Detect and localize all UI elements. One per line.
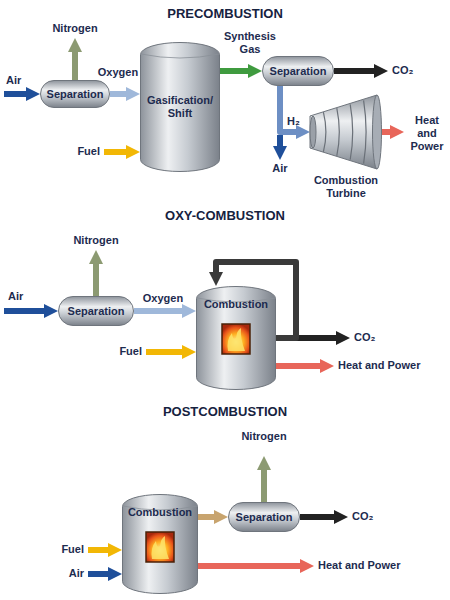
stream-label: CO₂ [352, 510, 373, 523]
turbine-ridge [323, 112, 326, 152]
combustion-vessel: Combustion [196, 286, 276, 390]
node-text: Separation [270, 65, 327, 78]
separation-unit: Separation [40, 80, 110, 108]
stream-label: Heat and Power [318, 559, 401, 572]
stream-label: Heat and Power [338, 359, 421, 372]
stream-label: H₂ [287, 115, 300, 128]
vessel-seam [141, 54, 219, 58]
separation-unit: Separation [228, 502, 300, 532]
stream-arrow [382, 129, 390, 135]
stream-label: Nitrogen [73, 234, 118, 247]
turbine-ridge [350, 104, 353, 159]
flow-connector [110, 91, 126, 97]
vessel-body [141, 43, 220, 172]
stream-arrow [277, 135, 283, 146]
stream-arrow [88, 547, 108, 553]
capsule-body [263, 57, 334, 86]
gasifier-vessel: Gasification/ Shift [140, 42, 220, 172]
stream-arrow [72, 52, 78, 80]
turbine-ridge [364, 100, 367, 163]
stream-label: Air [272, 162, 287, 175]
stream-label: Air [6, 74, 21, 87]
stream-arrow [93, 264, 99, 296]
turbine-ridge [337, 108, 340, 156]
section-title: OXY-COMBUSTION [165, 208, 285, 224]
stream-label: Air [8, 290, 23, 303]
capsule-body [229, 503, 300, 532]
capsule-body [59, 297, 134, 326]
fire-window [222, 324, 250, 354]
separation-unit: Separation [58, 296, 134, 326]
turbine-inlet [310, 116, 316, 148]
node-text: Combustion [128, 506, 192, 519]
node-text: Combustion Turbine [313, 174, 379, 200]
capsule-body [41, 81, 110, 108]
combustion-vessel: Combustion [122, 494, 198, 594]
stream-label: Synthesis Gas [222, 30, 278, 56]
separation-unit: Separation [262, 56, 334, 86]
stream-label: Fuel [119, 345, 142, 358]
node-text: Separation [47, 88, 104, 101]
stream-label: CO₂ [354, 331, 375, 344]
stream-label: Air [69, 567, 84, 580]
stream-arrow [146, 349, 182, 355]
turbine-body [310, 95, 377, 169]
stream-arrow [276, 363, 320, 369]
stream-label: Oxygen [143, 292, 183, 305]
flame [228, 328, 246, 351]
section-title: PRECOMBUSTION [167, 6, 283, 22]
vessel-body [197, 287, 276, 390]
stream-arrow [88, 571, 108, 577]
flow-connector [134, 308, 182, 314]
stream-arrow [104, 149, 126, 155]
stream-arrow [261, 470, 267, 502]
node-text: Gasification/ Shift [144, 94, 216, 120]
node-text: Combustion [204, 298, 268, 311]
stream-label: Fuel [77, 145, 100, 158]
flow-connector [198, 514, 214, 520]
stream-label: Heat and Power [408, 114, 446, 153]
node-text: Separation [236, 511, 293, 524]
stream-label: Nitrogen [52, 22, 97, 35]
flow-connector [220, 68, 248, 74]
stream-label: Fuel [61, 543, 84, 556]
node-text: Separation [68, 305, 125, 318]
flame [152, 536, 170, 559]
stream-label: Oxygen [98, 66, 138, 79]
turbine-shape [310, 94, 382, 170]
stream-arrow [300, 514, 334, 520]
turbine-outlet [373, 95, 382, 169]
stream-label: CO₂ [392, 64, 413, 77]
stream-arrow [4, 91, 26, 97]
stream-arrow [4, 308, 44, 314]
section-title: POSTCOMBUSTION [163, 404, 287, 420]
fire-window [146, 532, 174, 562]
vessel-body [123, 495, 198, 594]
combustion-turbine: Combustion Turbine [310, 94, 382, 202]
stream-arrow [198, 563, 300, 569]
stream-label: Nitrogen [241, 430, 286, 443]
stream-arrow [334, 68, 374, 74]
